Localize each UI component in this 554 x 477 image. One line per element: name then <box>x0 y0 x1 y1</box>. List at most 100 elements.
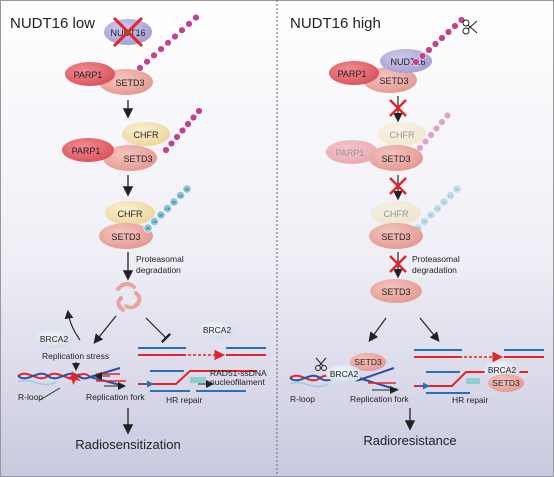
right-parp1-row3 <box>326 140 378 164</box>
par-chain-bead <box>189 113 198 122</box>
right-brca2-fork <box>326 365 362 383</box>
right-block-x-1 <box>389 99 407 117</box>
right-setd3-stable-label: SETD3 <box>381 287 410 297</box>
right-nudt16-label: NUDT16 <box>390 57 425 67</box>
ub-bead-label: Ub <box>442 200 447 204</box>
right-block-x-3 <box>389 255 407 273</box>
right-brca2-hr-label: BRCA2 <box>488 365 517 375</box>
par-chain-bead <box>171 32 179 41</box>
left-setd3-row3 <box>103 145 157 171</box>
ub-bead-label: Ub <box>152 220 157 224</box>
par-chain-bead <box>173 133 181 141</box>
fragment-4 <box>124 302 140 310</box>
left-title: NUDT16 low <box>10 15 95 32</box>
right-chfr-row3-label: CHFR <box>390 130 415 140</box>
right-rna-strand <box>289 381 329 388</box>
right-chfr-row3 <box>378 122 426 146</box>
right-scissors-icon <box>315 357 327 371</box>
left-hr-repair-label: HR repair <box>166 395 203 405</box>
left-rloop-pointer <box>39 387 61 401</box>
ub-bead-label: Ub <box>178 194 183 198</box>
right-brca2-fork-label: BRCA2 <box>330 369 359 379</box>
par-chain-bead <box>457 16 466 24</box>
left-proteasomal-label: Proteasomal <box>136 254 184 264</box>
par-chain-bead <box>451 22 459 30</box>
left-dna-strand-blue <box>17 372 91 380</box>
ub-bead-label: Ub <box>455 187 460 191</box>
par-chain-bead <box>431 40 440 48</box>
ub-bead <box>176 191 186 201</box>
left-chfr-row3-label: CHFR <box>134 130 159 140</box>
left-nudt16-cross-b <box>112 16 144 48</box>
ub-bead-label: Ub <box>448 194 453 198</box>
par-chain-bead <box>444 28 453 36</box>
left-setd3-row2-label: SETD3 <box>115 78 144 88</box>
par-chain-bead <box>150 51 158 60</box>
ub-bead-label: Ub <box>429 213 434 217</box>
right-setd3-stable <box>370 279 422 303</box>
left-brca2-release-arrow <box>64 309 81 341</box>
par-chain-bead <box>443 111 452 120</box>
ub-bead <box>143 223 153 233</box>
ub-bead-label: Ub <box>422 220 427 224</box>
left-parp1-row2-label: PARP1 <box>74 70 103 80</box>
fragment-3 <box>116 296 125 312</box>
right-nudt16-complex: SETD3 NUDT16 PARP1 <box>329 49 432 93</box>
par-chain-bead <box>162 146 170 154</box>
right-chfr-setd3-faded: CHFR <box>371 201 421 225</box>
right-setd3-row4 <box>369 223 423 249</box>
left-chfr-row4 <box>105 201 155 225</box>
ub-bead <box>182 184 192 194</box>
par-chain-bead <box>421 137 430 146</box>
ub-bead-label: Ub <box>165 207 170 211</box>
left-chfr-row4-label: CHFR <box>118 209 143 219</box>
left-replication-fork-label: Replication fork <box>86 392 145 402</box>
right-chain-row3 <box>416 111 452 152</box>
right-replication-fork-label: Replication fork <box>350 394 409 404</box>
ub-bead <box>432 204 442 214</box>
left-hr-repair-dna <box>138 347 266 392</box>
left-nudt16-complex: NUDT16 <box>104 16 152 48</box>
ub-bead <box>445 191 455 201</box>
ub-bead <box>439 197 449 207</box>
par-chain-bead <box>157 45 165 53</box>
par-chain-bead <box>427 131 435 139</box>
right-degradation-label: degradation <box>412 265 457 275</box>
left-parp1-row3 <box>62 138 114 162</box>
ub-bead <box>426 210 436 220</box>
right-rloop-label: R-loop <box>290 394 315 404</box>
ub-bead <box>163 204 173 214</box>
left-rad51-line2: nucleofilament <box>210 377 265 387</box>
par-chain-bead <box>195 107 203 115</box>
right-branch-2 <box>419 317 440 342</box>
left-setd3-row4 <box>99 223 153 249</box>
right-outcome: Radioresistance <box>363 433 456 448</box>
ub-bead-label: Ub <box>435 207 440 211</box>
right-parp1-row2 <box>329 61 379 85</box>
left-setd3-row3-label: SETD3 <box>123 154 152 164</box>
par-chain-bead <box>425 46 433 54</box>
rhr-rad51-filament <box>466 378 480 384</box>
left-degraded-fragments <box>116 282 142 312</box>
ub-bead <box>169 197 179 207</box>
par-chain-bead <box>185 20 193 28</box>
left-chain-row2 <box>136 13 200 72</box>
right-proteasomal-label: Proteasomal <box>412 254 460 264</box>
right-setd3-hr <box>488 374 524 392</box>
left-brca2-hr <box>198 321 236 339</box>
par-chain-bead <box>164 39 172 47</box>
right-setd3-row3 <box>369 145 423 171</box>
right-fork-top <box>361 367 395 380</box>
ub-bead-label: Ub <box>185 187 190 191</box>
left-outcome: Radiosensitization <box>75 437 181 452</box>
right-chfr-row4 <box>371 201 421 225</box>
par-chain-bead <box>143 57 151 66</box>
ub-bead <box>156 210 166 220</box>
par-chain-bead <box>432 124 441 133</box>
right-setd3-row4-label: SETD3 <box>381 232 410 242</box>
left-degradation-label: degradation <box>136 265 181 275</box>
right-setd3-fork-label: SETD3 <box>354 357 382 367</box>
ub-bead-label: Ub <box>172 200 177 204</box>
